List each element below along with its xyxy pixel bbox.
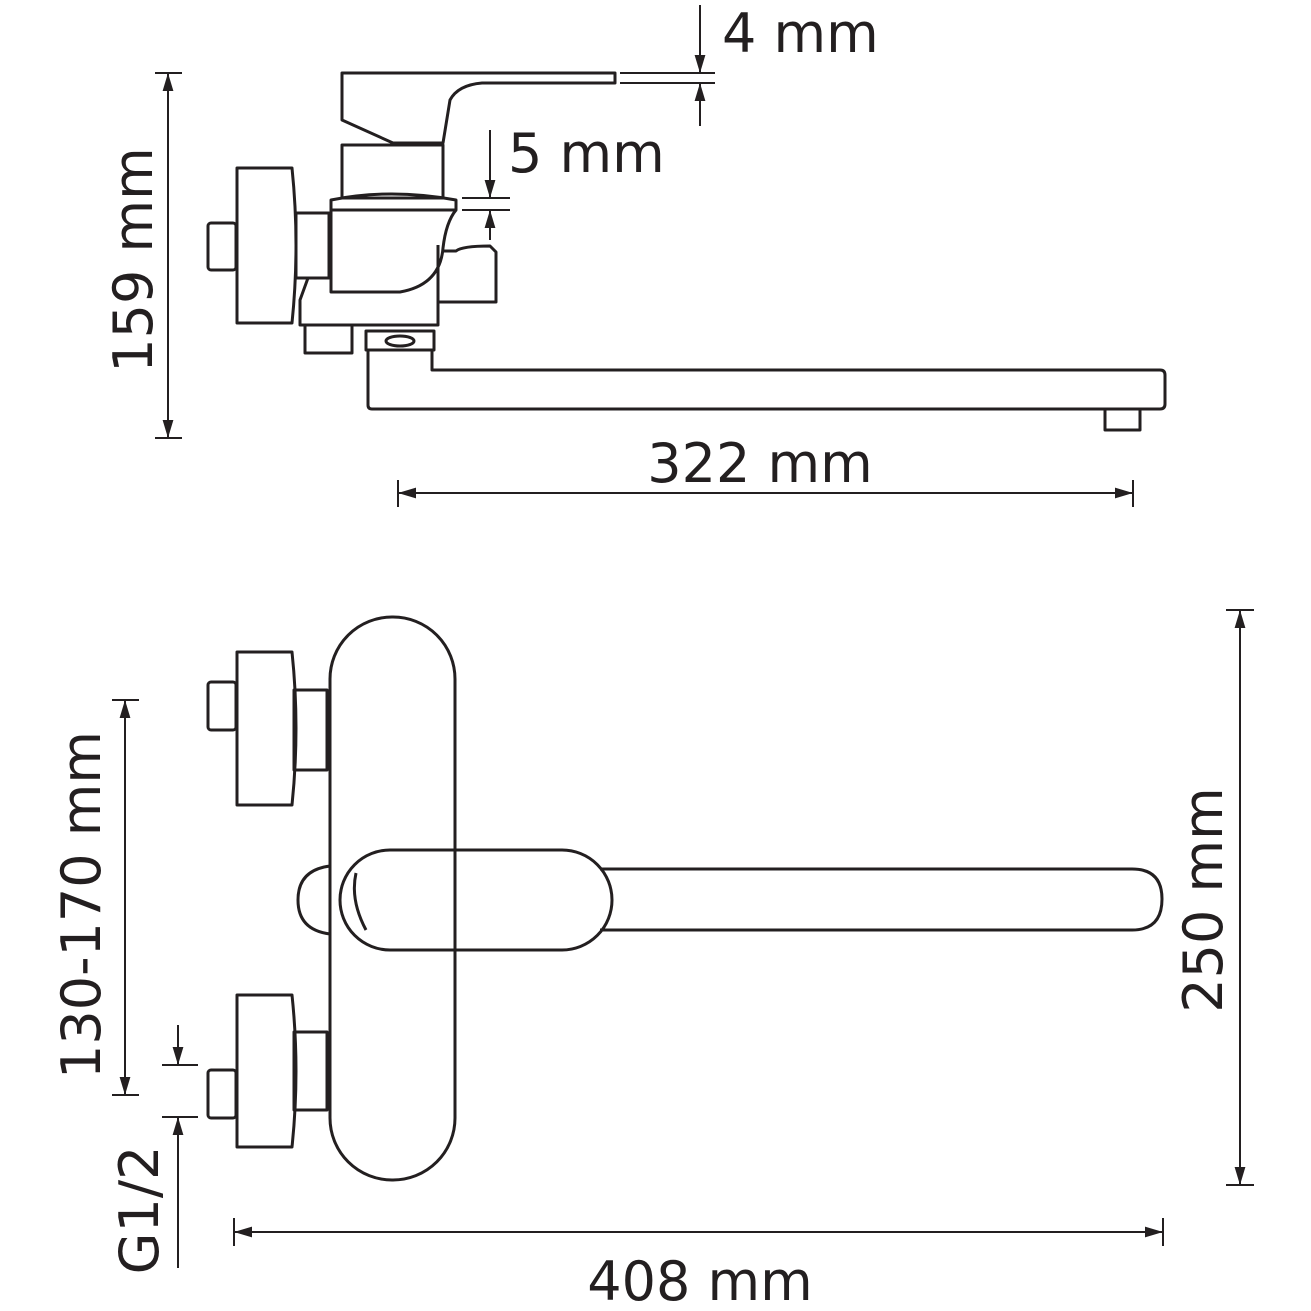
dimension-body-gap-label: 5 mm (508, 122, 665, 185)
bottom-eccentric-nut (292, 1030, 329, 1112)
lower-body (298, 245, 440, 327)
spout (366, 350, 1167, 411)
swivel-ring (384, 334, 416, 348)
swivel-nut (364, 329, 436, 352)
dimension-height: 159 mm (102, 72, 182, 439)
lever-front (338, 848, 614, 952)
cartridge (340, 143, 445, 200)
dimension-lever-gap-label: 4 mm (722, 2, 879, 65)
backplate (328, 615, 457, 1182)
lever-hub (296, 864, 331, 936)
dimension-body-gap: 5 mm (462, 122, 665, 240)
dimension-total-width-label: 408 mm (587, 1250, 812, 1311)
mixer-body (329, 209, 458, 294)
bottom-handle-wheel (235, 993, 298, 1149)
side-view (206, 71, 1167, 432)
handle-wheel (235, 166, 298, 325)
dimension-center-distance: 130-170 mm (50, 699, 139, 1096)
diverter-outlet (438, 244, 498, 304)
bottom-stub (303, 323, 354, 355)
dimension-total-width: 408 mm (233, 1218, 1164, 1311)
lever-handle (340, 71, 617, 145)
dimension-total-height: 250 mm (1172, 609, 1254, 1186)
spout-front (600, 867, 1164, 932)
dimension-spout-reach-label: 322 mm (647, 432, 872, 495)
lever-front-highlight (352, 872, 368, 931)
bottom-handle-stub (206, 1068, 238, 1120)
dimension-total-height-label: 250 mm (1172, 787, 1235, 1012)
top-handle-wheel (235, 650, 298, 807)
top-eccentric-nut (292, 688, 329, 772)
dimension-thread-label: G1/2 (108, 1146, 171, 1275)
dimension-height-label: 159 mm (102, 147, 165, 372)
dimension-spout-reach: 322 mm (397, 432, 1134, 507)
handle-stub (206, 221, 238, 272)
body-cap (329, 192, 458, 212)
dimension-center-distance-label: 130-170 mm (50, 731, 113, 1079)
eccentric-nut (294, 211, 331, 280)
front-view (206, 615, 1164, 1182)
aerator (1103, 409, 1142, 432)
top-handle-stub (206, 680, 238, 732)
dimension-thread: G1/2 (108, 1025, 198, 1274)
dimension-lever-gap: 4 mm (620, 2, 879, 126)
